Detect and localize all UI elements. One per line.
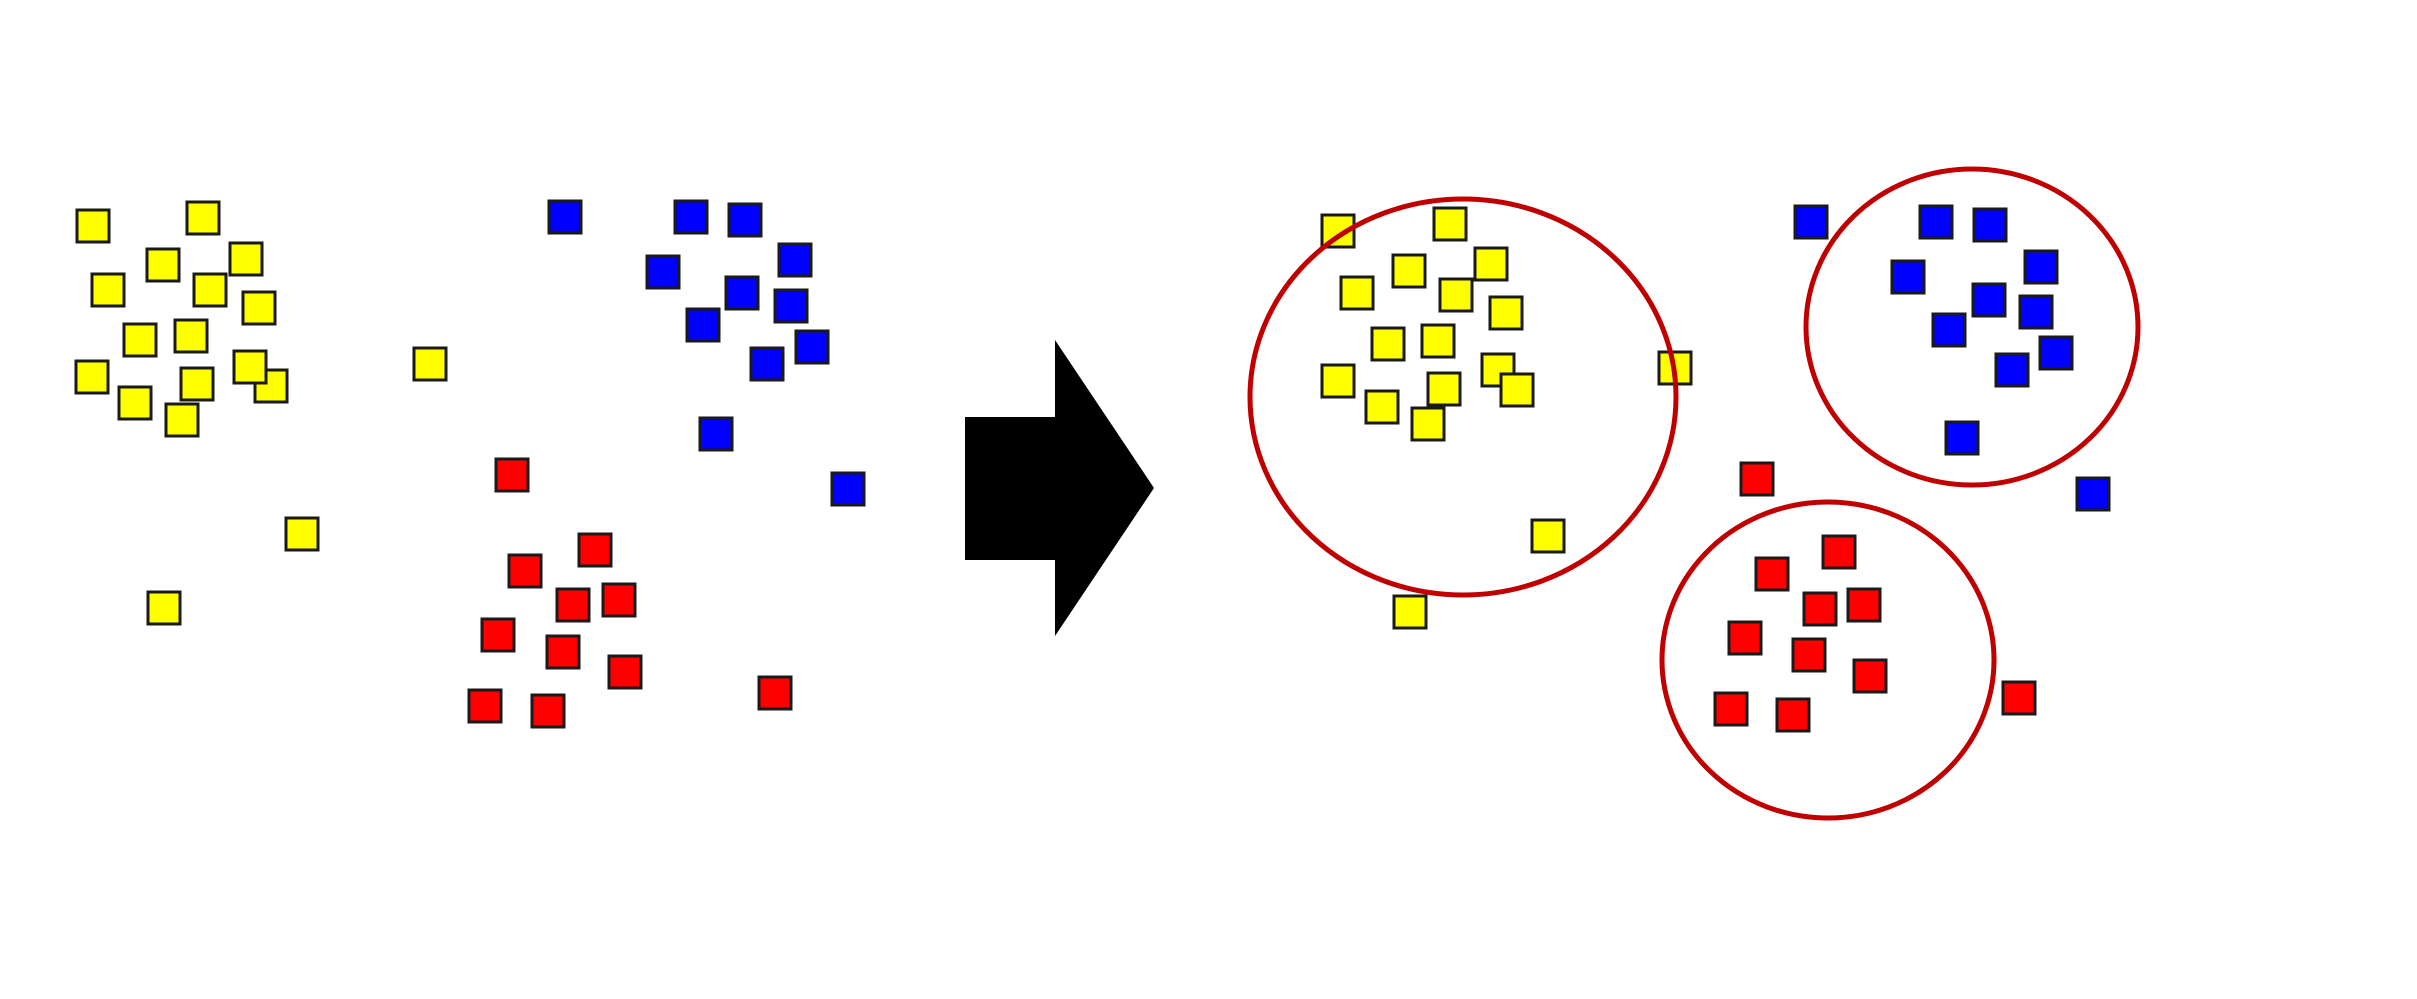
after-yellow-square (1391, 253, 1427, 289)
after-red-square (1727, 620, 1763, 656)
before-red-square (480, 617, 516, 653)
after-red-square (1846, 587, 1882, 623)
after-blue-square (1971, 282, 2007, 318)
before-yellow-square (146, 590, 182, 626)
cluster-boundary-ellipse (1803, 166, 2141, 488)
after-blue-square (1994, 352, 2030, 388)
cluster-boundary-ellipse (1659, 499, 1997, 821)
after-red-square (1754, 556, 1790, 592)
before-blue-square (773, 288, 809, 324)
after-clustering-panel (1247, 166, 2141, 821)
before-yellow-square (90, 272, 126, 308)
before-yellow-square (122, 322, 158, 358)
after-blue-square (1972, 207, 2008, 243)
after-red-square (1775, 697, 1811, 733)
after-red-square (1852, 658, 1888, 694)
before-red-square (494, 457, 530, 493)
before-yellow-square (164, 402, 200, 438)
after-blue-square (1944, 420, 1980, 456)
after-yellow-square (1370, 326, 1406, 362)
after-yellow-square (1420, 323, 1456, 359)
before-blue-square (724, 275, 760, 311)
before-blue-square (698, 416, 734, 452)
after-yellow-square (1410, 406, 1446, 442)
after-yellow-square (1438, 277, 1474, 313)
before-yellow-square (74, 359, 110, 395)
before-red-square (555, 587, 591, 623)
after-yellow-square (1473, 246, 1509, 282)
before-yellow-square (117, 385, 153, 421)
after-yellow-square (1320, 363, 1356, 399)
before-red-square (757, 675, 793, 711)
after-blue-square (2023, 249, 2059, 285)
after-blue-square (1931, 312, 1967, 348)
after-red-square (1791, 637, 1827, 673)
before-yellow-square (241, 290, 277, 326)
before-yellow-square (232, 349, 268, 385)
before-red-square (601, 582, 637, 618)
after-red-square (1713, 691, 1749, 727)
before-yellow-square (75, 208, 111, 244)
before-red-square (507, 553, 543, 589)
before-yellow-square (185, 200, 221, 236)
after-red-square (1802, 591, 1838, 627)
after-red-square (1821, 534, 1857, 570)
after-yellow-square (1364, 389, 1400, 425)
before-yellow-square (284, 516, 320, 552)
after-yellow-square (1339, 275, 1375, 311)
before-yellow-square (228, 241, 264, 277)
after-blue-square (1793, 204, 1829, 240)
after-blue-square (1918, 204, 1954, 240)
before-clustering-panel (74, 199, 866, 729)
before-blue-square (685, 307, 721, 343)
before-red-square (467, 688, 503, 724)
after-yellow-square (1488, 295, 1524, 331)
before-blue-square (749, 346, 785, 382)
after-red-square (2001, 680, 2037, 716)
before-blue-square (794, 329, 830, 365)
right-arrow-icon (965, 340, 1154, 636)
transformation-arrow (965, 340, 1154, 636)
before-blue-square (727, 202, 763, 238)
before-red-square (545, 634, 581, 670)
before-yellow-square (192, 272, 228, 308)
after-yellow-square (1530, 518, 1566, 554)
before-blue-square (547, 199, 583, 235)
before-red-square (577, 532, 613, 568)
after-yellow-square (1432, 206, 1468, 242)
before-red-square (607, 654, 643, 690)
cluster-boundary-ellipse (1247, 196, 1679, 598)
after-blue-square (1890, 259, 1926, 295)
after-blue-square (2038, 335, 2074, 371)
before-blue-square (645, 254, 681, 290)
before-blue-square (777, 242, 813, 278)
before-yellow-square (179, 366, 215, 402)
after-yellow-square (1392, 594, 1428, 630)
after-yellow-square (1426, 371, 1462, 407)
after-red-square (1739, 461, 1775, 497)
before-blue-square (673, 199, 709, 235)
before-yellow-square (412, 346, 448, 382)
before-blue-square (830, 471, 866, 507)
after-blue-square (2018, 294, 2054, 330)
after-yellow-square (1499, 372, 1535, 408)
before-red-square (530, 693, 566, 729)
before-yellow-square (145, 247, 181, 283)
before-yellow-square (173, 318, 209, 354)
after-blue-square (2075, 476, 2111, 512)
